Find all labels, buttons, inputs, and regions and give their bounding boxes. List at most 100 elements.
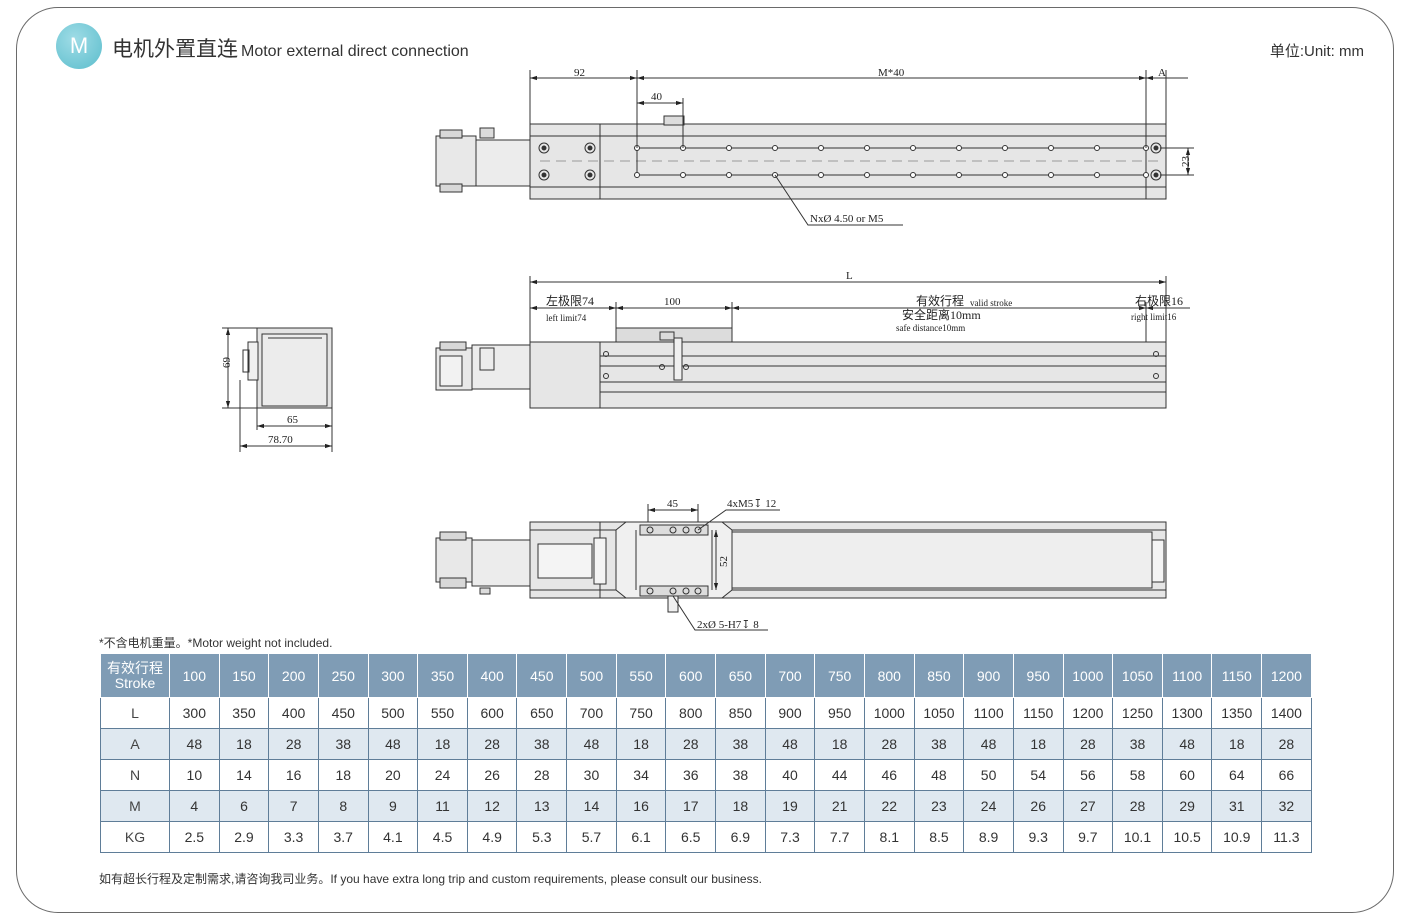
row-label-cell: KG: [100, 821, 170, 853]
table-cell: 800: [665, 697, 717, 729]
stroke-value-cell: 600: [665, 653, 717, 698]
table-cell: 18: [417, 728, 468, 760]
table-cell: 66: [1261, 759, 1312, 791]
table-cell: 56: [1062, 759, 1114, 791]
table-cell: 8.9: [963, 821, 1014, 853]
stroke-value-cell: 400: [466, 653, 518, 698]
table-cell: 28: [1261, 728, 1312, 760]
table-cell: 48: [566, 728, 617, 760]
stroke-header-en: Stroke: [114, 674, 156, 691]
section-badge: M: [56, 23, 102, 69]
table-cell: 26: [466, 759, 518, 791]
dim-carriage-100: 100: [664, 296, 681, 308]
table-cell: 28: [516, 759, 568, 791]
table-cell: 21: [814, 790, 865, 822]
table-cell: 14: [218, 759, 270, 791]
table-cell: 10.1: [1112, 821, 1163, 853]
table-cell: 26: [1012, 790, 1064, 822]
safe-zh: 安全距离10mm: [902, 307, 981, 322]
table-cell: 9.7: [1062, 821, 1114, 853]
page-frame: [16, 7, 1394, 913]
table-cell: 1050: [913, 697, 965, 729]
stroke-value-cell: 350: [417, 653, 468, 698]
table-cell: 16: [268, 759, 319, 791]
table-cell: 1250: [1112, 697, 1163, 729]
stroke-value-cell: 750: [814, 653, 865, 698]
stroke-value-cell: 900: [963, 653, 1014, 698]
table-cell: 6: [218, 790, 270, 822]
table-cell: 4.5: [417, 821, 468, 853]
stroke-value-cell: 450: [516, 653, 568, 698]
table-cell: 38: [317, 728, 369, 760]
table-cell: 38: [913, 728, 965, 760]
table-cell: 350: [218, 697, 270, 729]
end-view: [222, 327, 333, 452]
table-cell: 48: [764, 728, 816, 760]
stroke-en: valid stroke: [970, 298, 1012, 308]
table-cell: 24: [417, 759, 468, 791]
row-label-cell: A: [100, 728, 170, 760]
left-limit-zh: 左极限74: [546, 293, 594, 308]
table-cell: 500: [367, 697, 419, 729]
table-cell: 18: [1211, 728, 1263, 760]
stroke-value-cell: 300: [367, 653, 419, 698]
table-cell: 4.9: [466, 821, 518, 853]
table-cell: 54: [1012, 759, 1064, 791]
table-cell: 900: [764, 697, 816, 729]
stroke-value-cell: 1100: [1161, 653, 1213, 698]
stroke-zh: 有效行程: [916, 293, 964, 308]
dim-a: A: [1158, 67, 1166, 79]
dim-hole-40: 40: [651, 91, 663, 103]
table-cell: 40: [764, 759, 816, 791]
stroke-value-cell: 500: [566, 653, 617, 698]
row-label-cell: M: [100, 790, 170, 822]
pin-holes-callout: 2xØ 5-H7↧ 8: [697, 619, 759, 631]
end-height-69: 69: [221, 357, 233, 369]
table-cell: 20: [367, 759, 419, 791]
table-cell: 7: [268, 790, 319, 822]
table-cell: 16: [615, 790, 667, 822]
table-cell: 32: [1261, 790, 1312, 822]
stroke-value-cell: 200: [268, 653, 319, 698]
badge-letter: M: [69, 33, 89, 58]
table-cell: 48: [1161, 728, 1213, 760]
table-cell: 7.3: [764, 821, 816, 853]
footer-note: 如有超长行程及定制需求,请咨询我司业务。If you have extra lo…: [99, 872, 762, 886]
table-cell: 9.3: [1012, 821, 1064, 853]
dim-carriage-52: 52: [718, 556, 730, 567]
table-cell: 11.3: [1261, 821, 1312, 853]
stroke-value-cell: 150: [218, 653, 270, 698]
table-cell: 8.1: [863, 821, 915, 853]
table-cell: 14: [566, 790, 617, 822]
stroke-value-cell: 700: [764, 653, 816, 698]
table-cell: 31: [1211, 790, 1263, 822]
table-cell: 30: [566, 759, 617, 791]
stroke-value-cell: 1000: [1062, 653, 1114, 698]
table-cell: 28: [665, 728, 717, 760]
dim-left-92: 92: [574, 67, 585, 79]
table-cell: 5.7: [566, 821, 617, 853]
table-cell: 36: [665, 759, 717, 791]
table-cell: 12: [466, 790, 518, 822]
table-cell: 3.3: [268, 821, 319, 853]
right-limit-zh: 右极限16: [1135, 293, 1183, 308]
table-cell: 38: [715, 759, 766, 791]
table-cell: 550: [417, 697, 468, 729]
table-cell: 18: [218, 728, 270, 760]
table-cell: 2.9: [218, 821, 270, 853]
stroke-value-cell: 250: [317, 653, 369, 698]
table-cell: 29: [1161, 790, 1213, 822]
table-cell: 1000: [863, 697, 915, 729]
stroke-header-zh: 有效行程: [107, 659, 163, 676]
dim-height-23: 23: [1180, 156, 1192, 168]
table-cell: 1400: [1261, 697, 1312, 729]
table-cell: 46: [863, 759, 915, 791]
table-cell: 23: [913, 790, 965, 822]
table-cell: 4: [169, 790, 220, 822]
table-cell: 17: [665, 790, 717, 822]
title-zh: 电机外置直连: [112, 38, 238, 61]
table-cell: 1150: [1012, 697, 1064, 729]
